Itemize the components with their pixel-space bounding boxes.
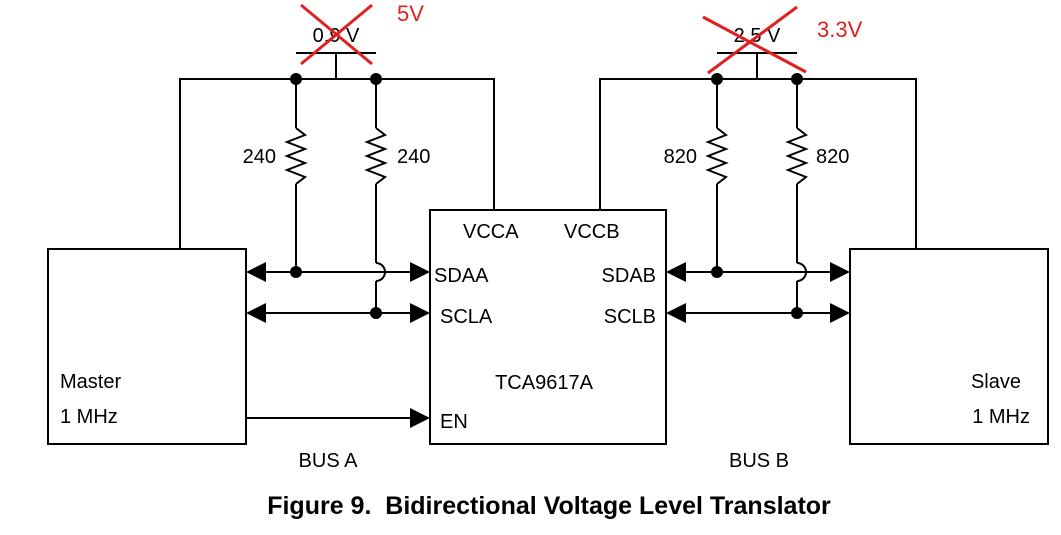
junction-dots xyxy=(290,73,803,319)
chip-part-number: TCA9617A xyxy=(495,372,593,394)
supply-a-cross-out xyxy=(300,3,373,66)
resistor-a-sda-label: 240 xyxy=(243,146,276,168)
pin-sdab: SDAB xyxy=(602,265,656,287)
supply-b-annotated-voltage: 3.3V xyxy=(817,17,863,42)
pin-vcca: VCCA xyxy=(463,221,519,243)
supply-b-wiring xyxy=(599,52,917,313)
supply-a-wiring xyxy=(179,52,495,272)
master-block xyxy=(47,248,247,445)
resistor-a-scl xyxy=(364,127,388,185)
resistor-b-scl xyxy=(785,127,809,185)
resistor-a-scl-label: 240 xyxy=(397,146,430,168)
resistor-b-sda xyxy=(705,127,729,185)
figure-caption: Figure 9. Bidirectional Voltage Level Tr… xyxy=(267,492,831,520)
bus-b-label: BUS B xyxy=(729,450,789,472)
slave-block xyxy=(849,248,1049,445)
pin-sdaa: SDAA xyxy=(434,265,489,287)
supply-a-annotated-voltage: 5V xyxy=(397,1,424,26)
pin-en: EN xyxy=(440,411,468,433)
pin-vccb: VCCB xyxy=(564,221,620,243)
pin-sclb: SCLB xyxy=(604,306,656,328)
resistor-b-scl-label: 820 xyxy=(816,146,849,168)
resistor-a-sda xyxy=(284,127,308,185)
master-name: Master xyxy=(60,371,121,393)
slave-speed: 1 MHz xyxy=(972,406,1030,428)
pin-scla: SCLA xyxy=(440,306,493,328)
tca9617a-chip xyxy=(429,209,667,445)
supply-b-cross-out xyxy=(702,5,807,75)
bus-a-label: BUS A xyxy=(299,450,359,472)
resistor-b-sda-label: 820 xyxy=(664,146,697,168)
slave-name: Slave xyxy=(971,371,1021,393)
master-speed: 1 MHz xyxy=(60,406,118,428)
